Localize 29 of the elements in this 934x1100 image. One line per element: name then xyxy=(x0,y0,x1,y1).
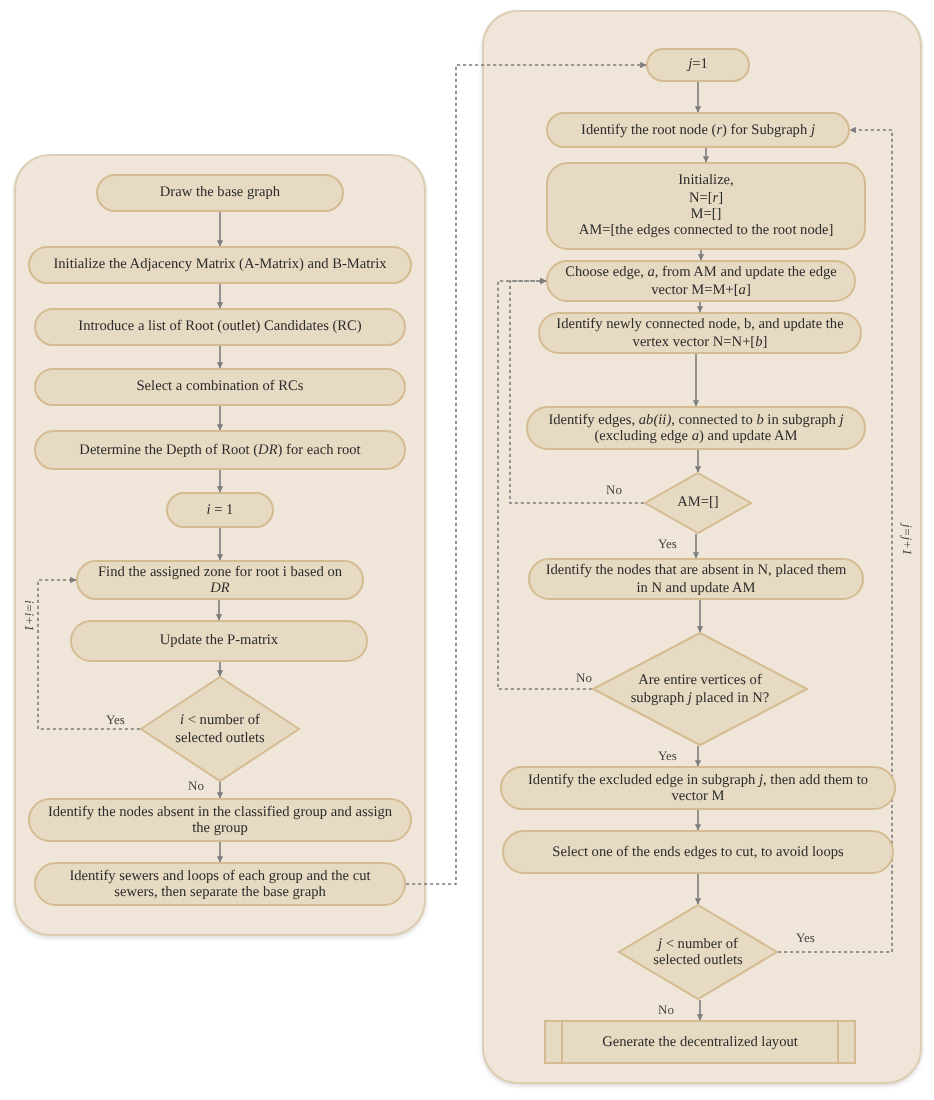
arrow xyxy=(216,211,224,247)
arrow xyxy=(696,999,704,1021)
dashed-arrow xyxy=(37,576,141,730)
arrow xyxy=(216,527,224,561)
arrow xyxy=(216,283,224,309)
dashed-arrow xyxy=(405,61,647,885)
arrow xyxy=(696,301,704,313)
dashed-arrow xyxy=(497,277,593,690)
arrow xyxy=(694,449,702,473)
arrow xyxy=(694,81,702,113)
stage-panel xyxy=(482,10,922,1084)
stage-panel xyxy=(14,154,426,936)
arrow xyxy=(702,147,710,163)
arrow xyxy=(694,873,702,905)
dashed-arrow xyxy=(509,277,645,504)
arrow xyxy=(696,599,704,633)
arrow xyxy=(694,809,702,831)
arrow xyxy=(694,745,702,767)
arrow xyxy=(216,661,224,677)
arrow xyxy=(216,345,224,369)
arrow xyxy=(216,781,224,799)
arrow xyxy=(216,841,224,863)
arrow xyxy=(697,249,705,261)
arrow xyxy=(216,469,224,493)
dashed-arrow xyxy=(777,126,893,953)
arrow xyxy=(216,405,224,431)
arrow xyxy=(215,599,223,621)
arrow xyxy=(692,533,700,559)
arrow xyxy=(692,353,700,407)
